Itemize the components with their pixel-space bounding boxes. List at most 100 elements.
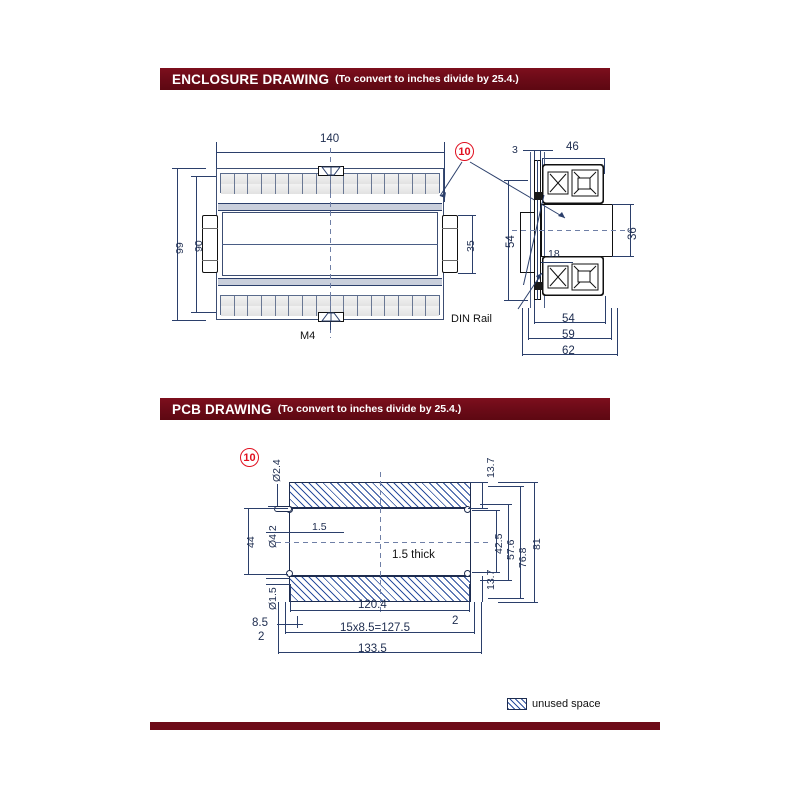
terminal-cell <box>234 174 249 184</box>
m4-leader <box>330 322 331 330</box>
ext-line-13-7-bottom <box>482 576 483 602</box>
ext-line-59-left <box>528 308 529 340</box>
terminal-cell <box>248 184 263 194</box>
dim-line-59 <box>528 338 612 339</box>
terminal-cell <box>357 296 372 306</box>
dim-line-81 <box>534 482 535 602</box>
dim-120-4: 120.4 <box>358 599 387 611</box>
dim-line-dia-1-5 <box>266 578 290 579</box>
ext-line-62-right <box>617 308 618 356</box>
dim-line-edge-1-5 <box>284 532 344 533</box>
section-title-enclosure-main: ENCLOSURE DRAWING <box>172 71 330 87</box>
dim-46: 46 <box>566 141 579 153</box>
hatch-swatch-icon <box>507 698 527 710</box>
dim-13-7-top: 13.7 <box>485 457 497 478</box>
terminal-cell <box>303 306 317 316</box>
dim-line-dia-1-5-b <box>266 584 290 585</box>
din-clip-top <box>520 212 534 213</box>
terminal-row-bottom-upper <box>221 296 439 306</box>
ext-line-42-5-bot <box>472 572 500 573</box>
terminal-cell <box>248 306 263 316</box>
legend-label-unused-space: unused space <box>532 698 601 710</box>
ext-line-127-5-right <box>474 602 475 634</box>
ext-line-57-6-top <box>480 504 512 505</box>
dim-62: 62 <box>562 345 575 357</box>
dim-140: 140 <box>320 133 340 145</box>
terminal-cell <box>289 174 304 184</box>
dim-edge-1-5: 1.5 <box>312 521 327 533</box>
enclosure-front-view: 140 99 90 <box>0 0 520 380</box>
din-clip-tab-bot <box>534 282 542 290</box>
ext-line-99-top <box>172 168 206 169</box>
terminal-row-bottom-lower <box>221 306 439 316</box>
terminal-cell <box>234 306 249 316</box>
dim-42-5: 42.5 <box>493 533 505 554</box>
terminal-cell <box>344 296 358 306</box>
ext-line-54-left-top <box>504 180 528 181</box>
terminal-cell <box>275 306 290 316</box>
pcb-drawing-view: 10 Ø2.4 1.5 1.5 thick 44 Ø4.2 <box>0 420 800 680</box>
note-pcb-thickness: 1.5 thick <box>392 549 435 561</box>
terminal-cell <box>398 306 413 316</box>
dim-line-13-7-top <box>468 482 488 483</box>
pcb-hole-bottom-right <box>464 570 471 577</box>
ext-line-81-top <box>498 482 538 483</box>
pcb-centerline-horizontal <box>276 542 488 543</box>
ext-line-36-bot <box>612 256 634 257</box>
ext-line-54b-right <box>605 296 606 324</box>
ext-line-120-4-right <box>469 584 470 612</box>
terminal-cell <box>275 184 290 194</box>
terminal-cell <box>412 184 427 194</box>
terminal-cell <box>398 296 413 306</box>
terminal-row-top-lower <box>221 184 439 194</box>
ext-line-140-right <box>444 142 445 202</box>
label-m4: M4 <box>300 330 316 342</box>
terminal-cell <box>262 296 276 306</box>
terminal-cell <box>385 184 399 194</box>
ext-line-120-4-left <box>290 584 291 612</box>
dim-81: 81 <box>531 538 543 550</box>
dim-3: 3 <box>512 144 518 156</box>
terminal-cell <box>371 174 386 184</box>
front-view-centerline <box>330 148 331 338</box>
side-terminal-block-top-detail-icon <box>542 164 604 204</box>
section-title-enclosure-sub: (To convert to inches divide by 25.4.) <box>335 73 519 85</box>
terminal-cell <box>426 184 439 194</box>
dim-pitch-127-5: 15x8.5=127.5 <box>340 622 411 634</box>
dim-line-76-8 <box>520 486 521 598</box>
m4-screw-bottom-icon <box>321 312 341 322</box>
dim-line-133-5 <box>278 652 482 653</box>
pcb-hole-bottom-left <box>286 570 293 577</box>
terminal-cell <box>289 184 304 194</box>
dim-line-99 <box>177 168 178 320</box>
terminal-cell <box>248 296 263 306</box>
terminal-cell <box>398 184 413 194</box>
terminal-cell <box>316 296 331 306</box>
terminal-cell <box>426 306 439 316</box>
terminal-cell <box>316 184 331 194</box>
label-din-rail: DIN Rail <box>451 313 492 325</box>
side-terminal-block-bottom-detail-icon <box>542 256 604 296</box>
terminal-cell <box>303 296 317 306</box>
dim-line-42-5 <box>496 510 497 572</box>
section-title-pcb: PCB DRAWING (To convert to inches divide… <box>160 398 610 420</box>
dim-right-2: 2 <box>452 615 459 627</box>
enclosure-left-ear <box>202 215 218 273</box>
dim-line-57-6 <box>508 504 509 580</box>
ext-line-3-b <box>540 150 541 164</box>
ext-line-127-5-left <box>285 602 286 634</box>
dim-line-dia-4-2 <box>266 532 288 533</box>
dim-line-35 <box>472 215 473 273</box>
terminal-cell <box>262 184 276 194</box>
terminal-cell <box>234 184 249 194</box>
terminal-cell <box>344 174 358 184</box>
terminal-cell <box>262 306 276 316</box>
terminal-cell <box>330 306 345 316</box>
ext-line-13-7-top <box>482 482 483 508</box>
dim-57-6: 57.6 <box>505 539 517 560</box>
din-clip-tab-top <box>534 192 542 200</box>
terminal-cell <box>330 184 345 194</box>
dim-44: 44 <box>245 536 257 548</box>
dim-line-62 <box>522 354 618 355</box>
